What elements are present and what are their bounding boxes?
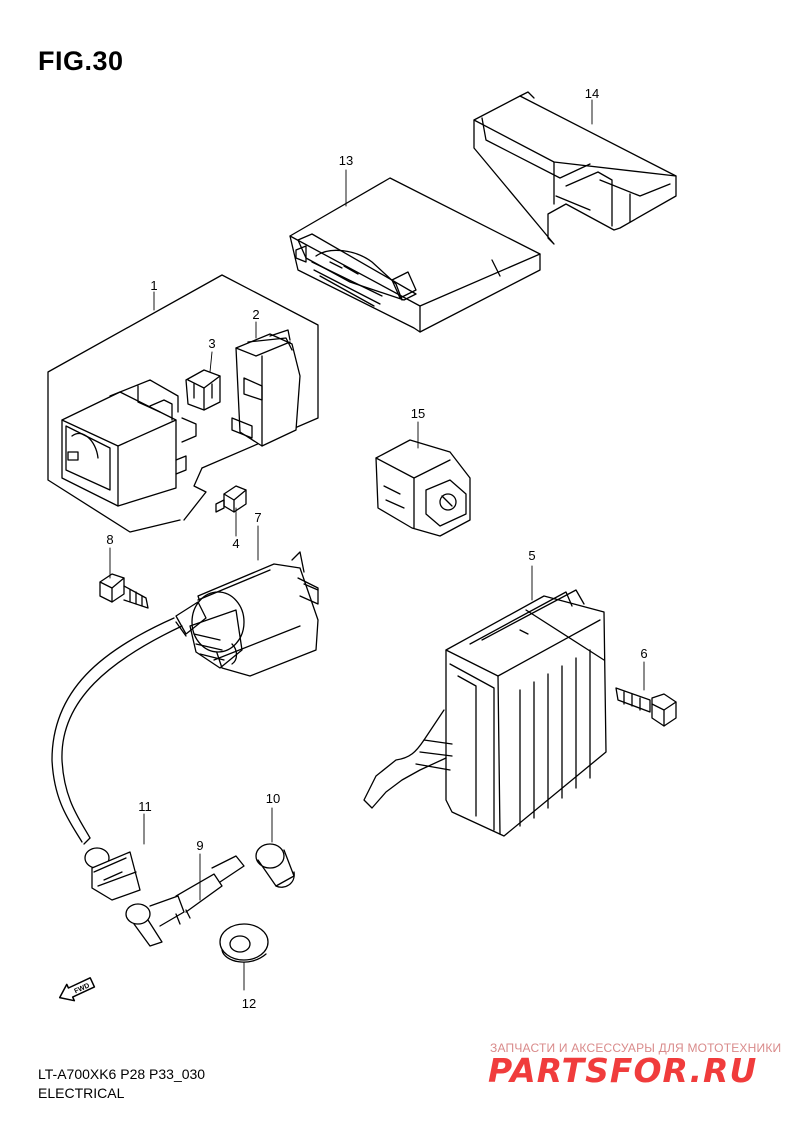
callout-label: 8 (106, 532, 114, 547)
callout-label: 11 (138, 799, 152, 814)
callout-label: 12 (241, 996, 257, 1011)
callout-label: 6 (640, 646, 648, 661)
regulator-rectifier-part-5 (363, 589, 607, 837)
ignition-coil-part-7 (51, 551, 319, 845)
callout-label: 14 (584, 86, 600, 101)
callout-label: 2 (252, 307, 260, 322)
relay-assembly-group (47, 274, 319, 533)
sleeve-part-10 (255, 843, 295, 888)
plug-extension-part-9 (125, 855, 245, 947)
bolt-part-6 (615, 687, 677, 727)
bolt-part-8 (99, 573, 149, 609)
callout-label: 1 (150, 278, 158, 293)
fuse-holder-part-2 (231, 329, 301, 447)
figure-title: FIG.30 (38, 46, 124, 76)
callout-label: 3 (208, 336, 216, 351)
model-code: LT-A700XK6 P28 P33_030 (38, 1066, 206, 1082)
watermark-logo: PARTSFOR.RU (488, 1051, 758, 1090)
callout-label: 7 (254, 510, 262, 525)
bolt-part-4 (215, 485, 247, 513)
section-name: ELECTRICAL (38, 1085, 125, 1101)
callout-label: 13 (338, 153, 354, 168)
leader-lines (109, 99, 645, 991)
callout-label: 4 (232, 536, 240, 551)
washer-part-12 (219, 923, 269, 963)
fwd-arrow-icon: FWD (58, 977, 96, 1002)
watermark-tagline: ЗАПЧАСТИ И АКСЕССУАРЫ ДЛЯ МОТОТЕХНИКИ (490, 1041, 782, 1055)
callout-label: 15 (410, 406, 426, 421)
callout-label: 10 (265, 791, 281, 806)
fuse-part-3 (185, 369, 221, 411)
callout-label: 5 (528, 548, 536, 563)
ecm-part-13 (289, 177, 541, 333)
ecm-cover-part-14 (473, 91, 677, 245)
callout-label: 9 (196, 838, 204, 853)
spark-plug-cap-part-11 (84, 847, 141, 901)
connector-part-15 (375, 439, 471, 537)
